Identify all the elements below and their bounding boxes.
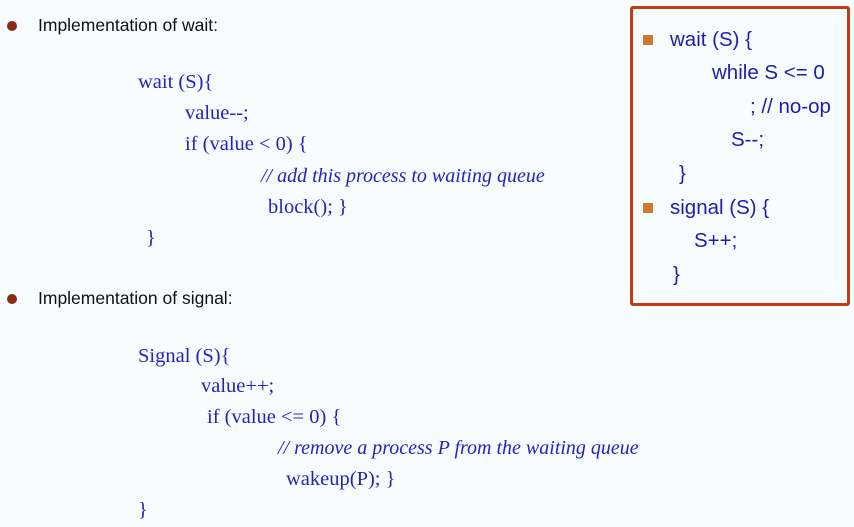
wait-heading: Implementation of wait: bbox=[38, 15, 218, 35]
wait-code-line-1: wait (S){ bbox=[138, 71, 214, 93]
bullet-icon bbox=[7, 21, 17, 31]
box-signal-line-1: signal (S) { bbox=[670, 196, 770, 219]
wait-code-line-3: if (value < 0) { bbox=[185, 133, 308, 155]
signal-code-line-5: wakeup(P); } bbox=[286, 468, 396, 490]
box-wait-line-4: S--; bbox=[731, 128, 765, 151]
square-bullet-icon bbox=[643, 35, 653, 45]
wait-code-line-2: value--; bbox=[185, 102, 249, 124]
signal-heading: Implementation of signal: bbox=[38, 288, 233, 308]
wait-code-comment: // add this process to waiting queue bbox=[261, 165, 545, 187]
signal-code-line-3: if (value <= 0) { bbox=[207, 406, 342, 428]
box-wait-line-2: while S <= 0 bbox=[712, 61, 825, 84]
wait-code-line-5: block(); } bbox=[268, 196, 348, 218]
busy-wait-definition-box bbox=[630, 6, 850, 306]
bullet-icon bbox=[7, 294, 17, 304]
signal-code-line-2: value++; bbox=[201, 375, 275, 397]
wait-code-line-6: } bbox=[146, 227, 156, 249]
box-signal-line-2: S++; bbox=[694, 229, 738, 252]
signal-code-comment: // remove a process P from the waiting q… bbox=[278, 437, 639, 459]
box-wait-line-5: } bbox=[679, 162, 686, 185]
signal-code-line-1: Signal (S){ bbox=[138, 345, 231, 367]
box-wait-line-3: ; // no-op bbox=[750, 95, 831, 118]
box-wait-line-1: wait (S) { bbox=[670, 28, 753, 51]
box-signal-line-3: } bbox=[673, 263, 680, 286]
square-bullet-icon bbox=[643, 203, 653, 213]
signal-code-line-6: } bbox=[138, 499, 148, 521]
